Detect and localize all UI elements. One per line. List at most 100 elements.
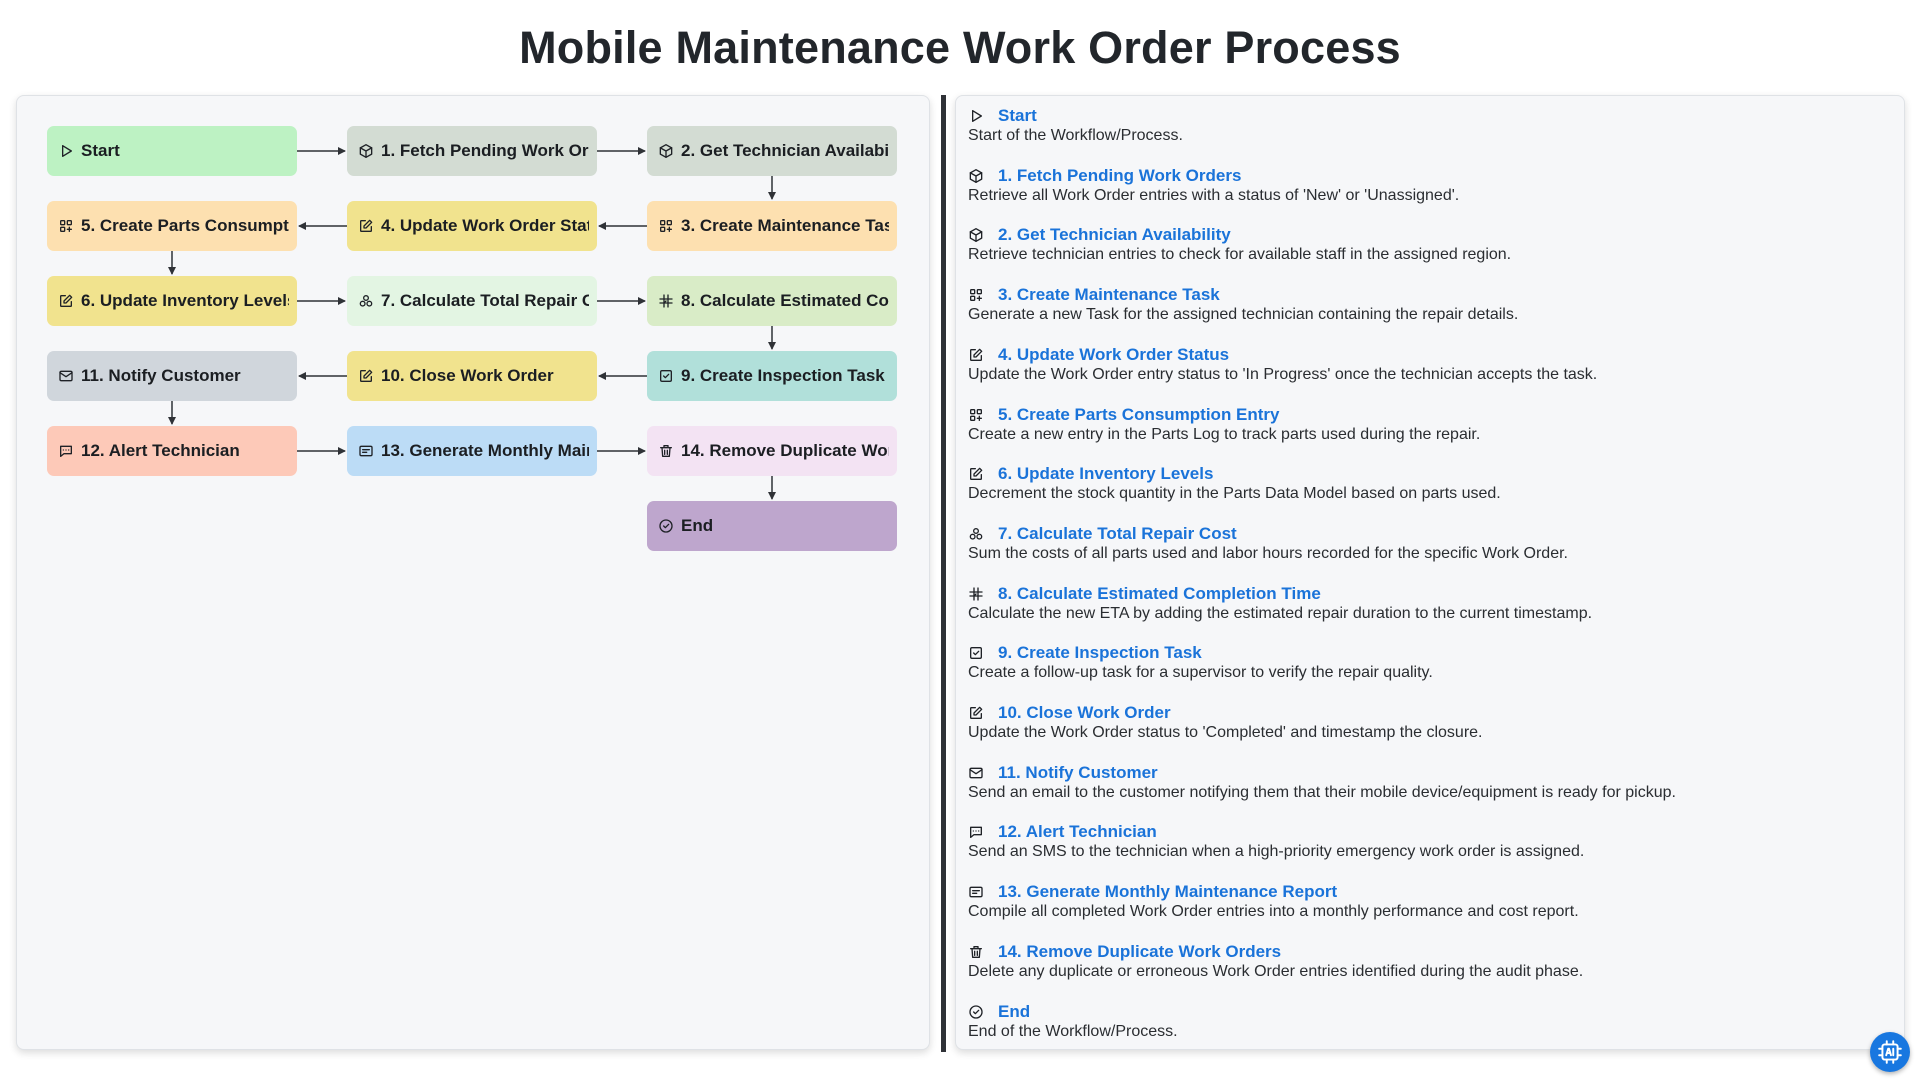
edit-icon (968, 705, 984, 721)
step-title[interactable]: 13. Generate Monthly Maintenance Report (998, 882, 1338, 902)
step-heading: 1. Fetch Pending Work Orders (968, 166, 1459, 186)
step-description: Sum the costs of all parts used and labo… (968, 544, 1568, 562)
flow-node-10[interactable]: 10. Close Work Order (347, 351, 597, 401)
flow-node-5[interactable]: 5. Create Parts Consumption Entry (47, 201, 297, 251)
step-title[interactable]: 11. Notify Customer (998, 762, 1158, 782)
check-circle-icon (658, 518, 674, 534)
flow-node-8[interactable]: 8. Calculate Estimated Completion Time (647, 276, 897, 326)
flow-node-3[interactable]: 3. Create Maintenance Task (647, 201, 897, 251)
flow-node-label: Start (81, 141, 120, 160)
step-title[interactable]: 3. Create Maintenance Task (998, 285, 1220, 305)
flow-node-14[interactable]: 14. Remove Duplicate Work Orders (647, 426, 897, 476)
flow-node-11[interactable]: 11. Notify Customer (47, 351, 297, 401)
step-title[interactable]: 1. Fetch Pending Work Orders (998, 165, 1242, 185)
step-heading: 6. Update Inventory Levels (968, 464, 1501, 484)
step-title[interactable]: End (998, 1001, 1031, 1021)
cube-icon (358, 143, 374, 159)
step-heading: 5. Create Parts Consumption Entry (968, 405, 1480, 425)
step-title[interactable]: 5. Create Parts Consumption Entry (998, 404, 1280, 424)
edit-icon (968, 466, 984, 482)
flow-node-13[interactable]: 13. Generate Monthly Maintenance Report (347, 426, 597, 476)
cube-icon (968, 168, 984, 184)
step-description: Update the Work Order status to 'Complet… (968, 724, 1483, 741)
step-title[interactable]: 7. Calculate Total Repair Cost (998, 523, 1237, 543)
flow-node-2[interactable]: 2. Get Technician Availability (647, 126, 897, 176)
flow-node-label: 9. Create Inspection Task (681, 366, 885, 385)
step-title[interactable]: 6. Update Inventory Levels (998, 464, 1214, 484)
hash-icon (658, 293, 674, 309)
step-title[interactable]: Start (998, 106, 1037, 125)
circles-icon (358, 293, 374, 309)
cube-icon (968, 227, 984, 243)
step-title[interactable]: 4. Update Work Order Status (998, 344, 1230, 364)
grid-plus-icon (58, 218, 74, 234)
flowchart-panel: Start 1. Fetch Pending Work Orders 2. Get … (16, 95, 930, 1050)
page-title: Mobile Maintenance Work Order Process (519, 22, 1401, 73)
step-heading: 3. Create Maintenance Task (968, 285, 1518, 305)
flow-node-7[interactable]: 7. Calculate Total Repair Cost (347, 276, 597, 326)
report-icon (358, 443, 374, 459)
grid-plus-icon (968, 407, 984, 423)
step-heading: 7. Calculate Total Repair Cost (968, 524, 1568, 544)
step-title[interactable]: 10. Close Work Order (998, 703, 1171, 722)
step-title[interactable]: 12. Alert Technician (998, 822, 1157, 842)
step-description: Generate a new Task for the assigned tec… (968, 306, 1519, 324)
step-heading: 4. Update Work Order Status (968, 345, 1597, 365)
hash-icon (968, 586, 984, 602)
grid-plus-icon (658, 218, 674, 234)
step-title[interactable]: 9. Create Inspection Task (998, 643, 1202, 663)
step-title[interactable]: 8. Calculate Estimated Completion Time (998, 583, 1321, 603)
flow-node-9[interactable]: 9. Create Inspection Task (647, 351, 897, 401)
step-heading: 9. Create Inspection Task (968, 643, 1433, 663)
flow-node-0[interactable]: Start (47, 126, 297, 176)
message-icon (968, 824, 984, 840)
mail-icon (58, 368, 74, 384)
step-heading: 8. Calculate Estimated Completion Time (968, 584, 1592, 604)
flow-node-label: 8. Calculate Estimated Completion Time (681, 291, 889, 310)
step-title[interactable]: 14. Remove Duplicate Work Orders (998, 941, 1282, 961)
flow-node-label: 12. Alert Technician (81, 441, 240, 460)
flow-node-4[interactable]: 4. Update Work Order Status (347, 201, 597, 251)
check-square-icon (968, 645, 984, 661)
flow-node-label: End (681, 516, 714, 535)
edit-icon (58, 293, 74, 309)
ai-assistant-button[interactable] (1870, 1032, 1910, 1072)
step-description: Start of the Workflow/Process. (968, 127, 1183, 144)
flow-node-label: 5. Create Parts Consumption Entry (81, 216, 289, 235)
flow-node-15[interactable]: End (647, 501, 897, 551)
mail-icon (968, 765, 984, 781)
step-heading: 2. Get Technician Availability (968, 225, 1511, 245)
play-icon (58, 143, 74, 159)
flow-node-12[interactable]: 12. Alert Technician (47, 426, 297, 476)
flow-node-1[interactable]: 1. Fetch Pending Work Orders (347, 126, 597, 176)
flow-node-label: 2. Get Technician Availability (681, 141, 889, 160)
step-description: Retrieve all Work Order entries with a s… (968, 186, 1460, 204)
flow-node-6[interactable]: 6. Update Inventory Levels (47, 276, 297, 326)
step-heading: 12. Alert Technician (968, 822, 1584, 842)
step-title[interactable]: 2. Get Technician Availability (998, 225, 1231, 245)
step-heading: 10. Close Work Order (968, 703, 1483, 723)
flow-node-label: 11. Notify Customer (81, 366, 241, 385)
check-square-icon (658, 368, 674, 384)
step-description: Send an email to the customer notifying … (968, 783, 1676, 801)
step-description: Delete any duplicate or erroneous Work O… (968, 962, 1584, 980)
edit-icon (968, 347, 984, 363)
panel-resize-handle[interactable] (941, 95, 946, 1052)
step-heading: End (968, 1002, 1178, 1022)
step-description: Update the Work Order entry status to 'I… (968, 365, 1598, 383)
step-description: Create a new entry in the Parts Log to t… (968, 425, 1481, 443)
report-icon (968, 884, 984, 900)
flow-node-label: 14. Remove Duplicate Work Orders (681, 441, 889, 460)
message-icon (58, 443, 74, 459)
